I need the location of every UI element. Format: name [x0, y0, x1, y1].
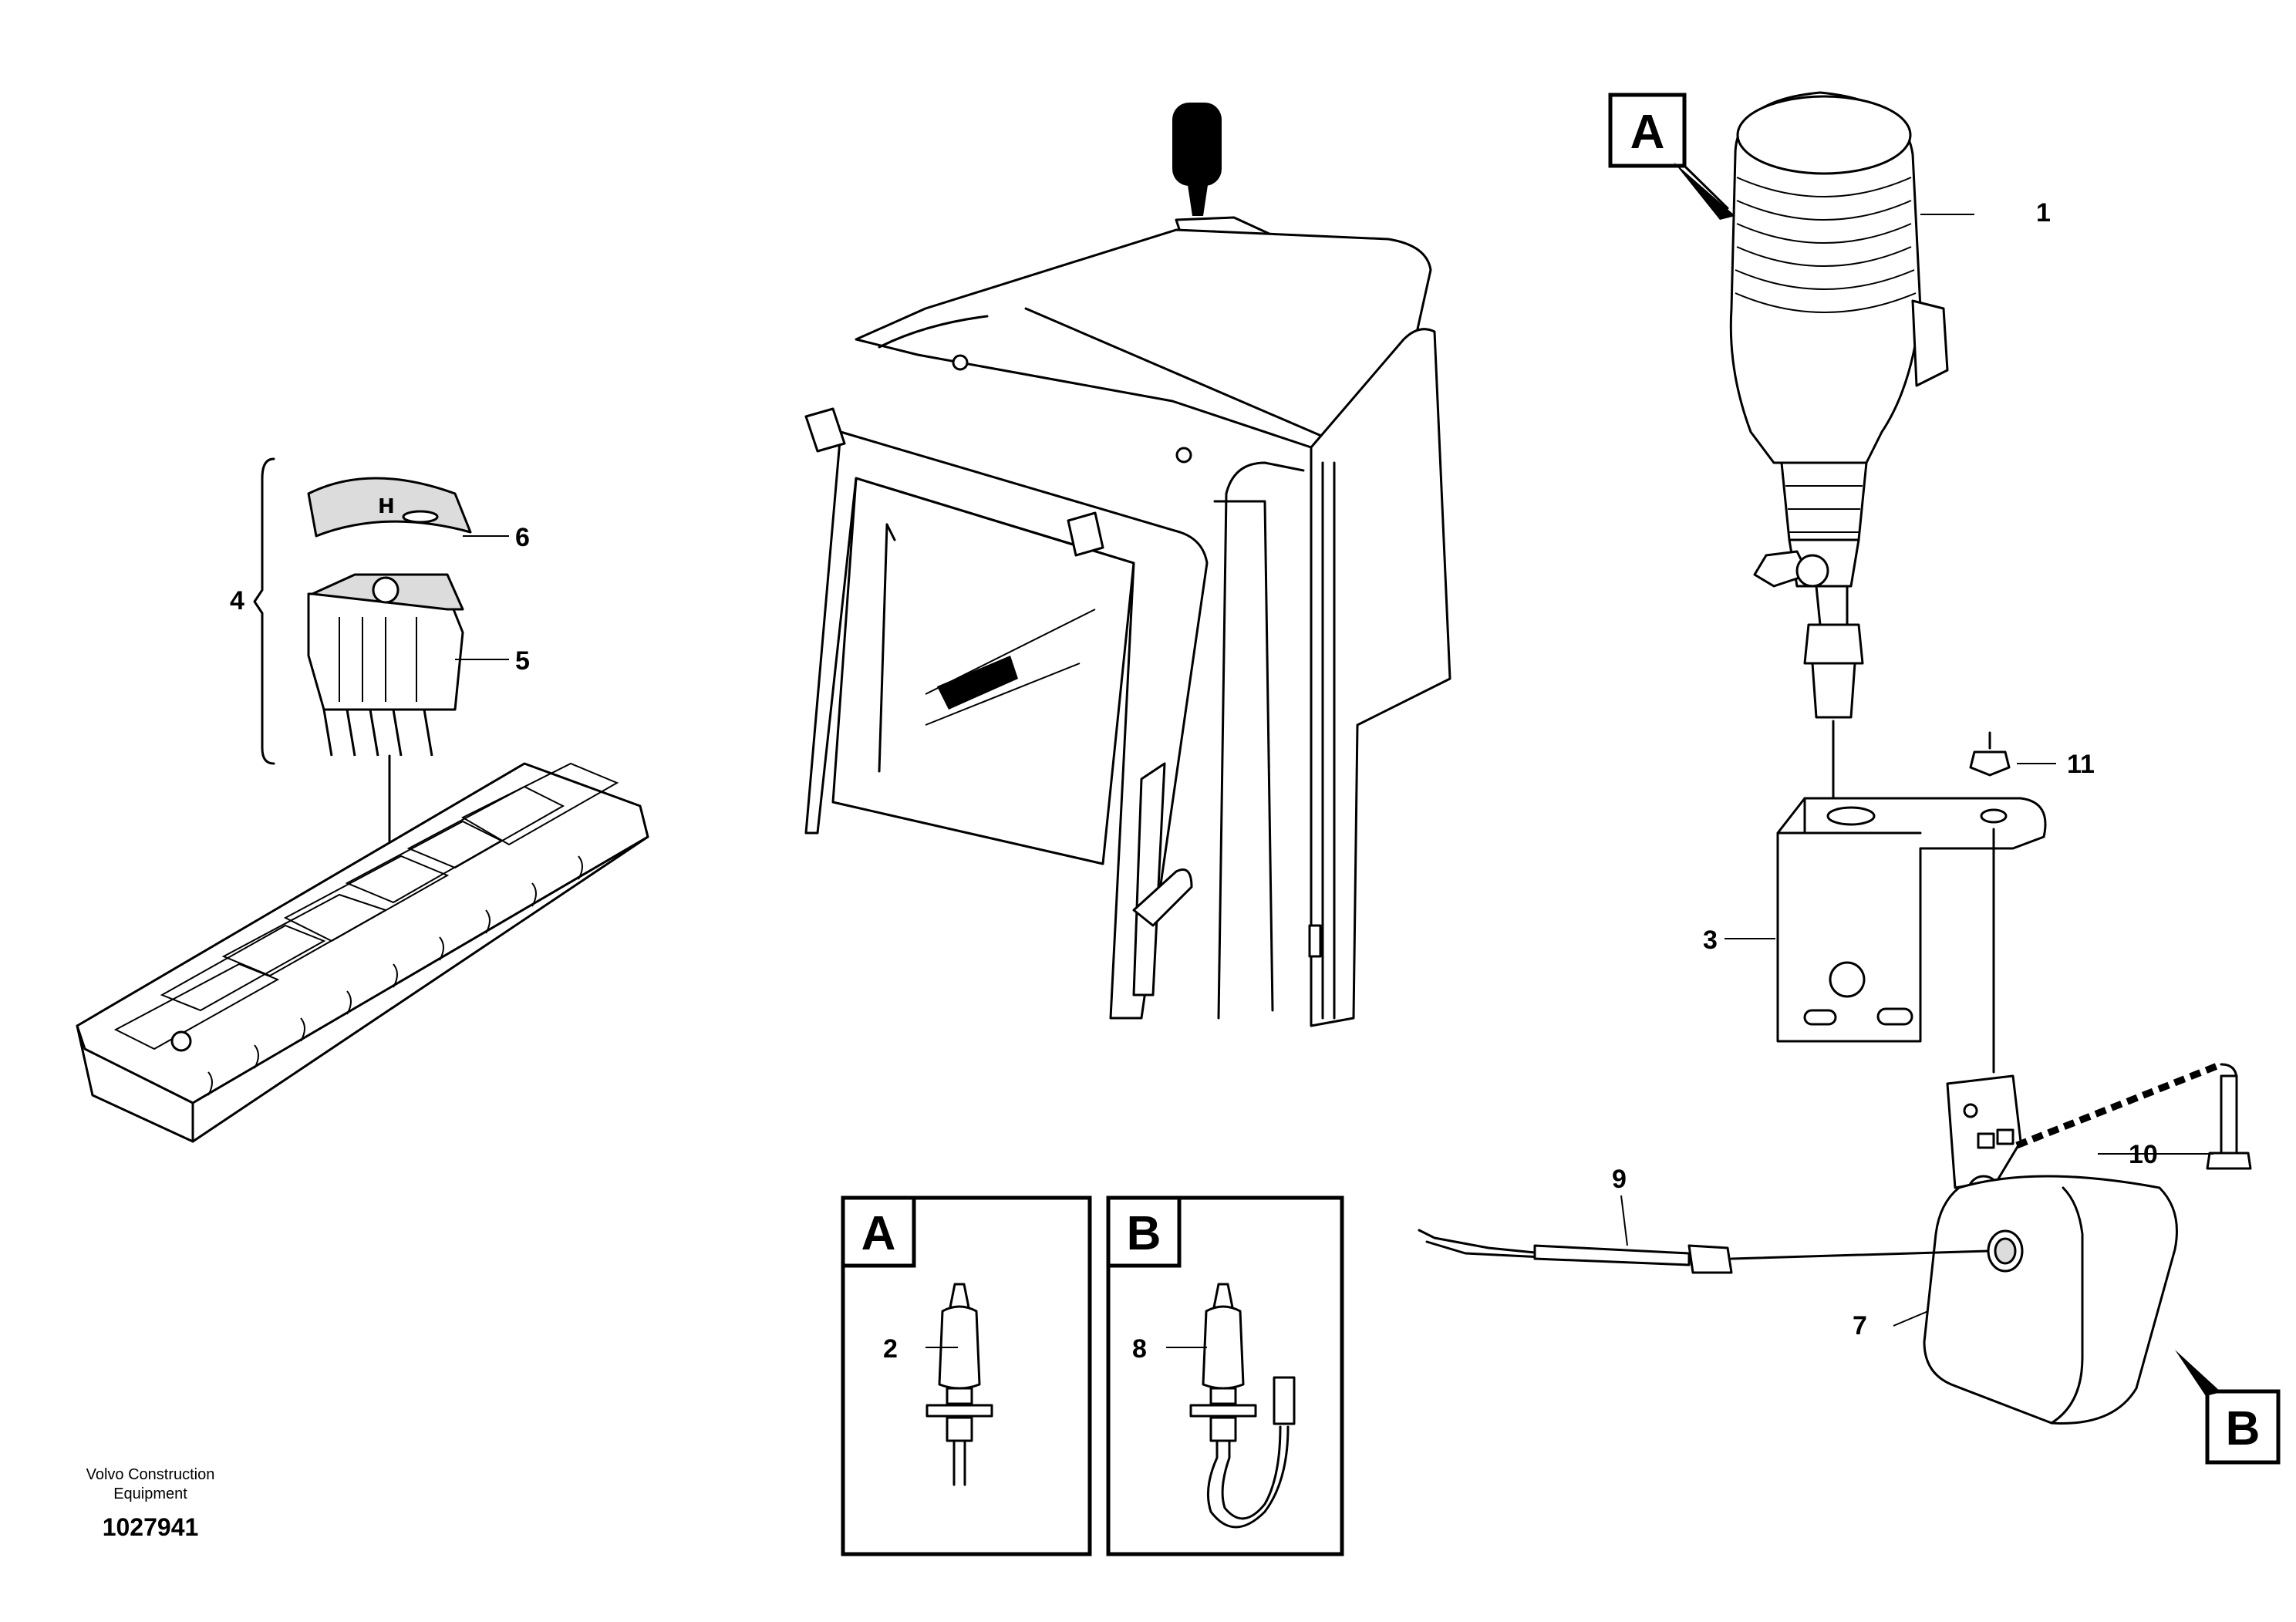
callout-numbers: 1 2 3 4 5 6 7 8 9 10 11 — [230, 198, 2158, 1364]
cab-illustration — [804, 103, 1451, 1027]
halogen-bulb-2 — [925, 1283, 993, 1486]
svg-text:H: H — [378, 495, 395, 518]
footer-block: Volvo Construction Equipment 1027941 — [31, 1465, 270, 1542]
inset-letter-a: A — [861, 1207, 896, 1260]
halogen-bulb-8 — [1189, 1283, 1296, 1529]
detail-flag-b: B — [2175, 1350, 2281, 1465]
work-lamp — [1923, 1175, 2178, 1425]
callout-3: 3 — [1703, 926, 1718, 955]
callout-9: 9 — [1612, 1165, 1627, 1194]
bolt-11 — [1969, 750, 2011, 777]
callout-4: 4 — [230, 586, 244, 615]
beacon-assembly — [1729, 91, 2047, 1074]
work-lamp-assembly — [1418, 1061, 2252, 1425]
callout-6: 6 — [515, 523, 530, 552]
mounting-bracket — [1776, 797, 2047, 1043]
callout-5: 5 — [515, 646, 530, 676]
callout-1: 1 — [2036, 198, 2051, 228]
callout-10: 10 — [2129, 1140, 2158, 1169]
callout-7: 7 — [1853, 1311, 1867, 1340]
group-bracket — [253, 457, 275, 765]
roof-beacon — [1172, 103, 1274, 247]
switch-panel-illustration: H — [76, 457, 649, 1143]
manufacturer-line-2: Equipment — [113, 1485, 187, 1502]
detail-letter-a: A — [1630, 106, 1665, 159]
drawing-number: 1027941 — [102, 1513, 199, 1541]
detail-flag-a: A — [1608, 93, 1735, 220]
leader-lines — [455, 214, 2213, 1348]
switch-panel — [76, 762, 649, 1143]
inset-a: A — [841, 1195, 1092, 1556]
lamp-clamp — [1946, 1074, 2022, 1189]
lamp-cable — [1533, 1244, 1691, 1266]
callout-11: 11 — [2067, 750, 2095, 779]
inset-letter-b: B — [1127, 1207, 1161, 1260]
detail-letter-b: B — [2226, 1402, 2261, 1455]
bolt-10 — [2220, 1074, 2238, 1158]
callout-8: 8 — [1132, 1334, 1147, 1364]
callout-2: 2 — [883, 1334, 898, 1364]
inset-b: B — [1106, 1195, 1344, 1556]
manufacturer-line-1: Volvo Construction — [86, 1466, 215, 1483]
